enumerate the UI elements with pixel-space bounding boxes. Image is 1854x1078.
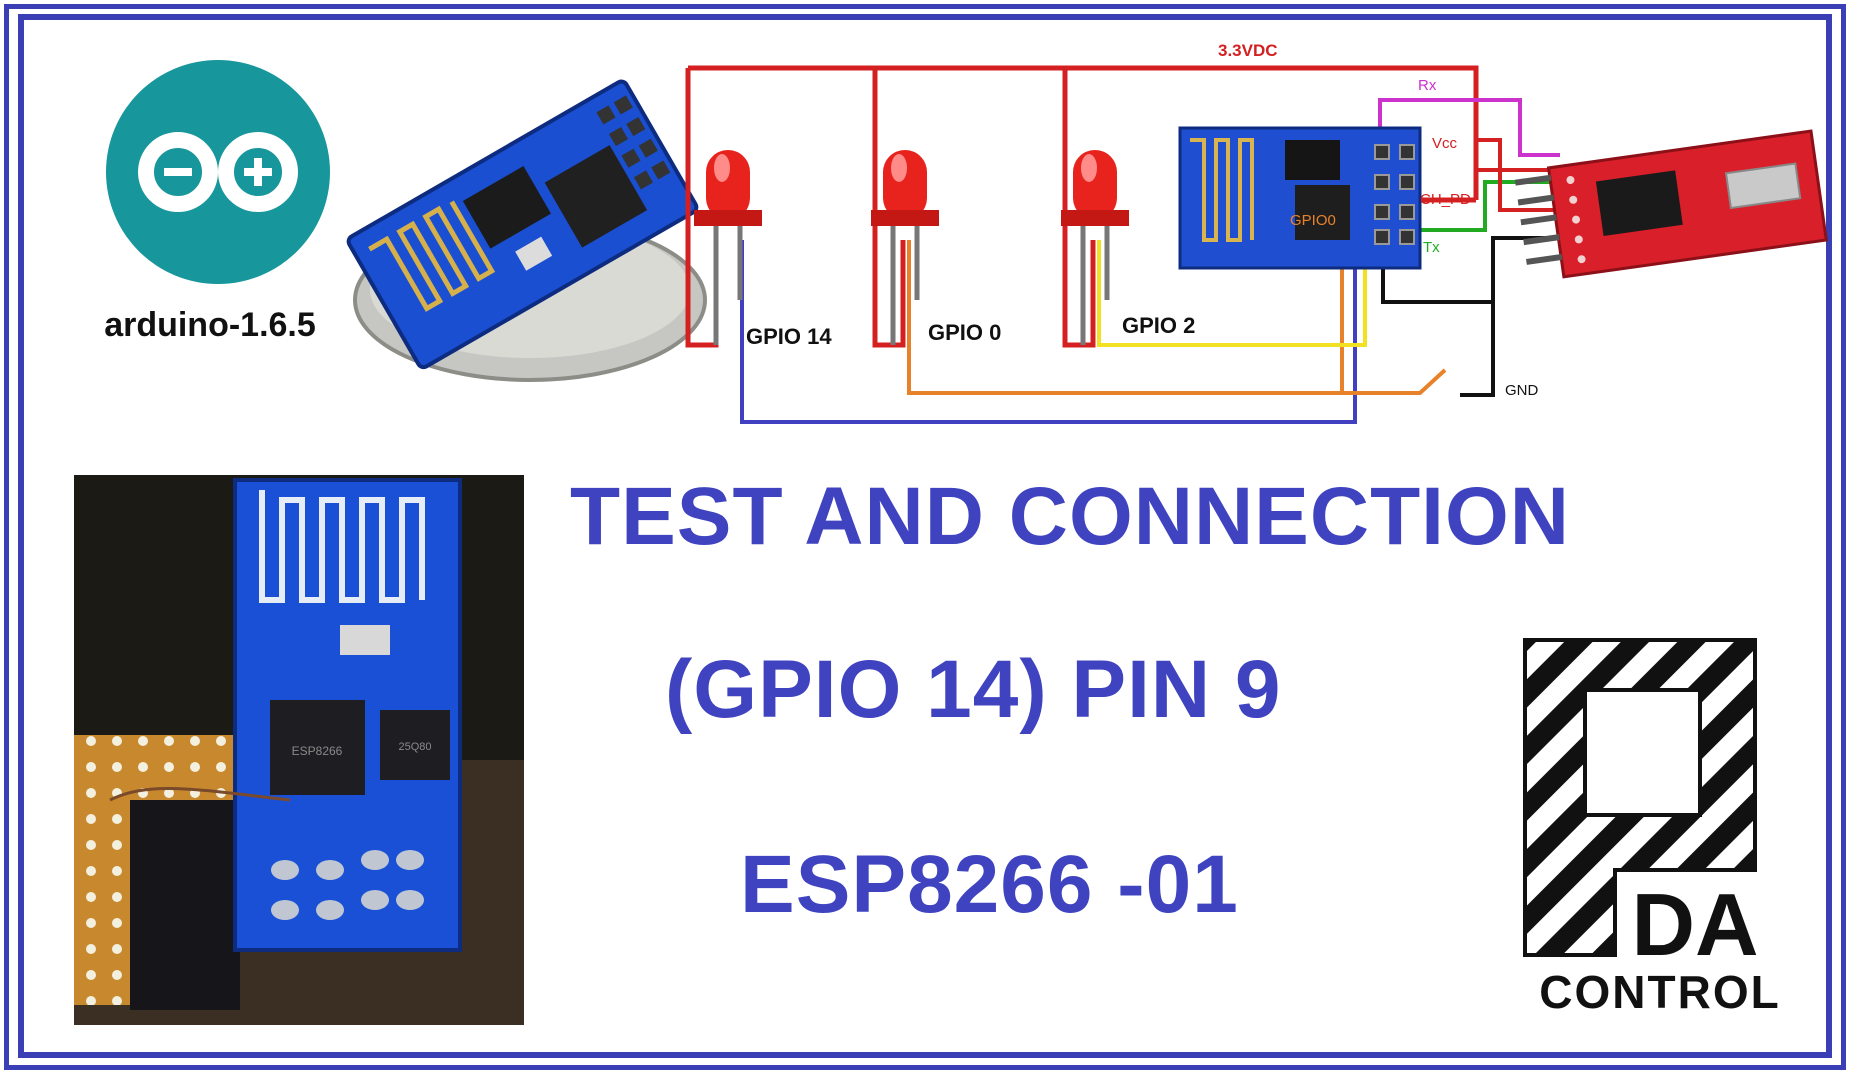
led-gpio14 [694, 150, 762, 345]
infinity-icon [138, 132, 298, 212]
pda-letters: DA [1631, 875, 1758, 974]
led-label-gpio14: GPIO 14 [746, 324, 832, 349]
gnd-label: GND [1505, 382, 1539, 399]
headline-line-3: ESP8266 -01 [740, 839, 1239, 930]
esp01-module: GPIO0 [1178, 126, 1422, 270]
esp01-mounted-photo: ESP8266 25Q80 [74, 475, 524, 1025]
arduino-logo: arduino-1.6.5 [104, 60, 330, 344]
minus-icon [164, 168, 192, 176]
wire-gpio2 [1097, 210, 1367, 347]
esp-chip [544, 145, 648, 248]
arduino-version-caption: arduino-1.6.5 [104, 306, 316, 344]
usb-port-icon [1724, 162, 1802, 210]
gpio0-pin-label: GPIO0 [1290, 212, 1336, 229]
supply-label: 3.3VDC [1218, 41, 1278, 60]
flash-chip-photo [380, 710, 450, 780]
pda-control-word: CONTROL [1539, 966, 1780, 1018]
vcc-label: Vcc [1432, 135, 1458, 152]
esp8266-chip [270, 700, 365, 795]
led-gpio0 [871, 150, 939, 345]
led-gpio2 [1061, 150, 1129, 345]
flash-chip [462, 166, 551, 249]
ftdi-adapter [1514, 129, 1828, 279]
wire-rx [1378, 98, 1560, 157]
antenna-trace-icon [368, 200, 496, 312]
outer-frame [4, 4, 1846, 1070]
headline-line-1: TEST AND CONNECTION [570, 471, 1570, 562]
jumper-wire [109, 786, 291, 802]
led-label-gpio2: GPIO 2 [1122, 313, 1195, 338]
headline-line-2: (GPIO 14) PIN 9 [665, 644, 1282, 735]
ch-pd-label: CH_PD [1420, 191, 1471, 208]
esp01-on-coin-photo [346, 79, 707, 382]
esp-chip-marking: ESP8266 [292, 744, 343, 758]
tx-label: Tx [1423, 239, 1440, 256]
antenna-trace-photo-icon [259, 490, 425, 603]
wire-gpio14 [740, 240, 1357, 424]
inner-frame [18, 14, 1832, 1058]
header-socket [130, 800, 240, 1010]
flash-chip-marking: 25Q80 [398, 741, 431, 753]
rx-label: Rx [1418, 77, 1437, 94]
pda-control-logo: DA CONTROL [1500, 635, 1800, 1018]
led-label-gpio0: GPIO 0 [928, 320, 1001, 345]
